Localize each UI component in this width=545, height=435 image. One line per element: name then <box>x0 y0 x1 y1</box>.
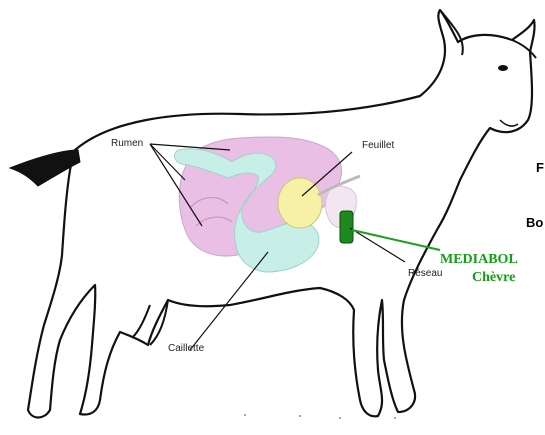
bolus-pointer-line <box>352 230 440 250</box>
goat-mouth <box>500 120 518 126</box>
label-reseau: Réseau <box>408 268 442 279</box>
product-name: MEDIABOL <box>440 252 518 268</box>
cut-text-line2: Bo <box>526 215 543 230</box>
bolus-capsule <box>340 211 353 243</box>
label-feuillet: Feuillet <box>362 140 394 151</box>
feuillet-organ <box>278 178 322 228</box>
product-species: Chèvre <box>472 270 515 286</box>
label-rumen: Rumen <box>111 138 143 149</box>
cut-text-line1: F <box>536 160 544 175</box>
goat-eye <box>498 65 508 71</box>
label-caillette: Caillette <box>168 343 204 354</box>
